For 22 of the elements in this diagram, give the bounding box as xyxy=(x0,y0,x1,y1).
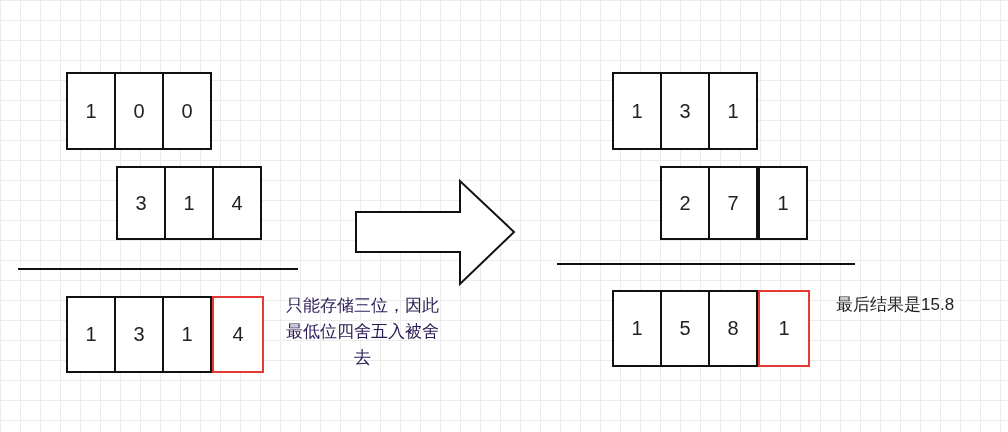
digit-cell: 8 xyxy=(708,290,758,367)
digit-cell: 0 xyxy=(114,72,164,150)
digit-cell: 1 xyxy=(758,166,808,240)
digit-cell: 3 xyxy=(116,166,166,240)
digit-cell: 1 xyxy=(162,296,212,373)
digit-cell: 7 xyxy=(708,166,758,240)
digit-cell: 4 xyxy=(212,296,264,373)
digit-cell: 5 xyxy=(660,290,710,367)
note-text: 只能存储三位，因此最低位四舍五入被舍去 xyxy=(284,295,440,369)
digit-cell: 0 xyxy=(162,72,212,150)
digit-cell: 1 xyxy=(612,290,662,367)
digit-cell: 1 xyxy=(164,166,214,240)
digit-cell: 1 xyxy=(66,72,116,150)
result-text: 最后结果是15.8 xyxy=(836,294,956,316)
digit-cell: 3 xyxy=(114,296,164,373)
digit-cell: 1 xyxy=(612,72,662,150)
digit-cell: 1 xyxy=(758,290,810,367)
digit-cell: 1 xyxy=(708,72,758,150)
digit-cell: 3 xyxy=(660,72,710,150)
digit-cell: 1 xyxy=(66,296,116,373)
digit-cell: 2 xyxy=(660,166,710,240)
digit-cell: 4 xyxy=(212,166,262,240)
